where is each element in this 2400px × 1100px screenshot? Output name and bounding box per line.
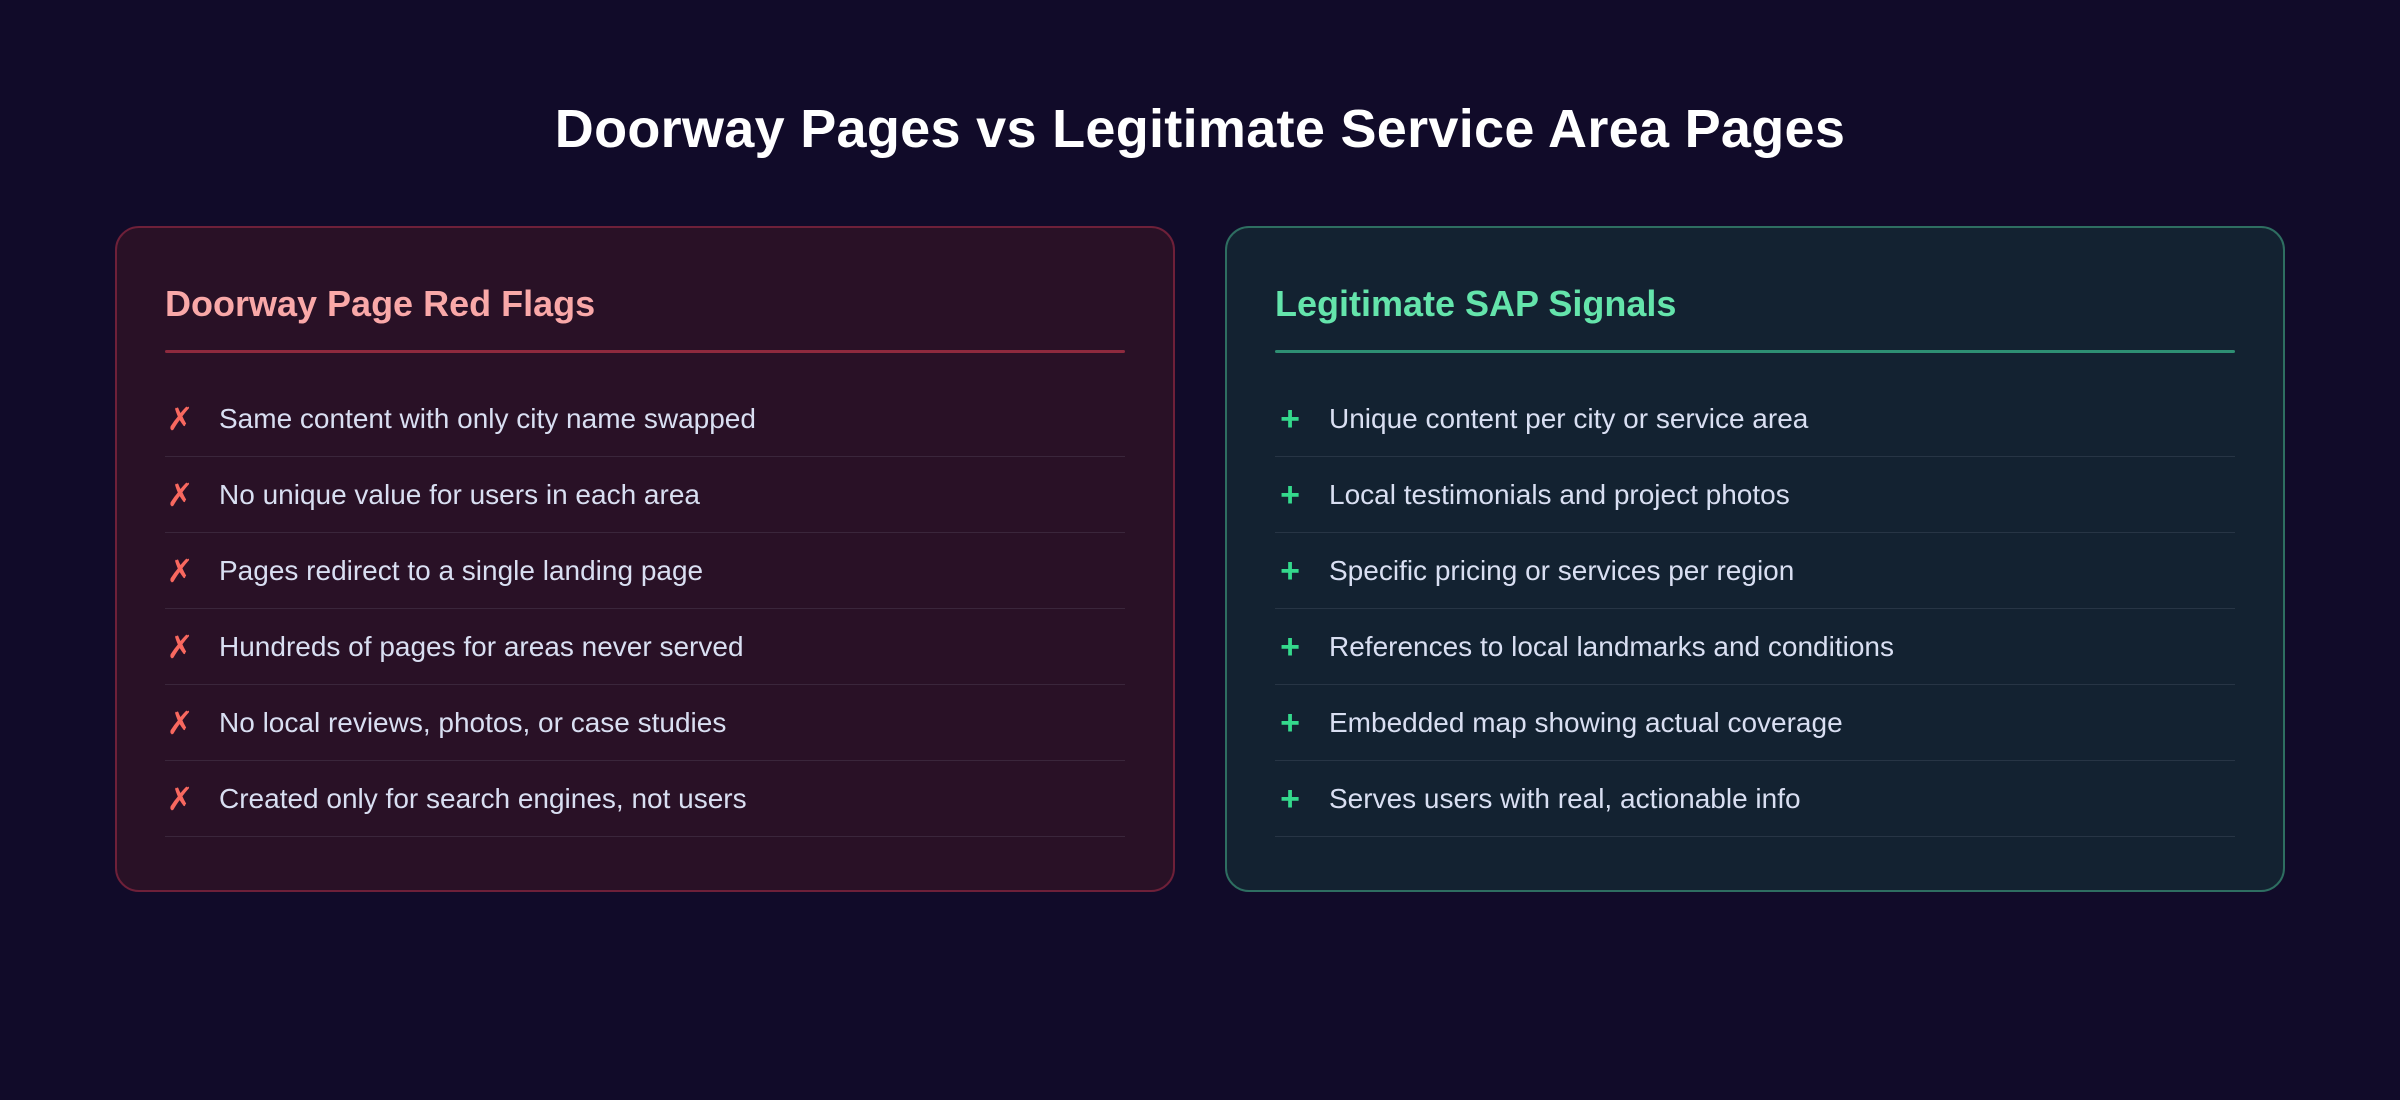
plus-icon: + [1280,399,1300,438]
plus-icon: + [1280,475,1300,514]
plus-icon: + [1280,551,1300,590]
x-mark-icon: ✗ [166,552,194,589]
sap-item-list: + Unique content per city or service are… [1275,381,2235,837]
item-text: Unique content per city or service area [1329,402,1809,434]
x-mark-icon: ✗ [166,476,194,513]
plus-icon: + [1280,779,1300,818]
plus-icon: + [1280,627,1300,666]
list-item: + Embedded map showing actual coverage [1275,685,2235,761]
item-text: Same content with only city name swapped [219,402,756,434]
item-text: Created only for search engines, not use… [219,782,747,814]
x-mark-icon: ✗ [166,704,194,741]
x-mark-icon: ✗ [166,628,194,665]
item-text: Local testimonials and project photos [1329,478,1790,510]
list-item: ✗ No unique value for users in each area [165,457,1125,533]
x-mark-icon: ✗ [166,780,194,817]
list-item: ✗ No local reviews, photos, or case stud… [165,685,1125,761]
item-text: Hundreds of pages for areas never served [219,630,744,662]
list-item: + Local testimonials and project photos [1275,457,2235,533]
doorway-card-divider [165,350,1125,353]
item-text: Serves users with real, actionable info [1329,782,1801,814]
x-mark-icon: ✗ [166,400,194,437]
list-item: + Unique content per city or service are… [1275,381,2235,457]
list-item: ✗ Same content with only city name swapp… [165,381,1125,457]
sap-card-divider [1275,350,2235,353]
cards-row: Doorway Page Red Flags ✗ Same content wi… [115,226,2285,892]
item-text: Specific pricing or services per region [1329,554,1795,586]
plus-icon: + [1280,703,1300,742]
item-text: Pages redirect to a single landing page [219,554,704,586]
sap-card-title: Legitimate SAP Signals [1275,283,1677,324]
list-item: + Specific pricing or services per regio… [1275,533,2235,609]
doorway-item-list: ✗ Same content with only city name swapp… [165,381,1125,837]
page-title: Doorway Pages vs Legitimate Service Area… [554,99,1846,159]
list-item: ✗ Pages redirect to a single landing pag… [165,533,1125,609]
list-item: ✗ Hundreds of pages for areas never serv… [165,609,1125,685]
item-text: Embedded map showing actual coverage [1329,706,1843,738]
list-item: + Serves users with real, actionable inf… [1275,761,2235,837]
item-text: References to local landmarks and condit… [1329,630,1894,662]
item-text: No unique value for users in each area [219,478,700,510]
doorway-card-title: Doorway Page Red Flags [165,283,596,324]
item-text: No local reviews, photos, or case studie… [219,706,727,738]
doorway-red-flags-card: Doorway Page Red Flags ✗ Same content wi… [115,226,1175,892]
list-item: + References to local landmarks and cond… [1275,609,2235,685]
list-item: ✗ Created only for search engines, not u… [165,761,1125,837]
legitimate-sap-signals-card: Legitimate SAP Signals + Unique content … [1225,226,2285,892]
